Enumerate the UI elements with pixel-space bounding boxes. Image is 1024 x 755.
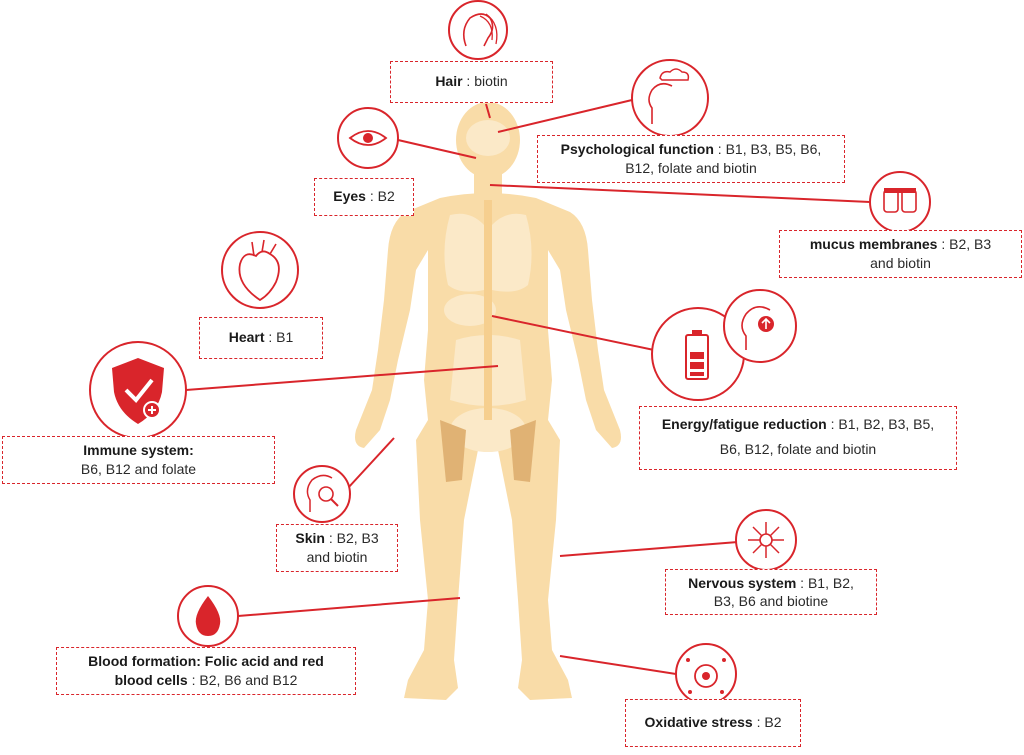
blood-drop-icon [177, 585, 239, 647]
label-hair: Hair : biotin [390, 61, 553, 103]
label-energy-fatigue: Energy/fatigue reduction : B1, B2, B3, B… [639, 406, 957, 470]
leg-muscles [440, 420, 536, 482]
label-blood-formation: Blood formation: Folic acid and red bloo… [56, 647, 356, 695]
label-mucus-membranes: mucus membranes : B2, B3 and biotin [779, 230, 1022, 278]
eye-icon [337, 107, 399, 169]
shield-check-icon [89, 341, 187, 439]
connector-lines [185, 99, 871, 675]
label-psychological-function: Psychological function : B1, B3, B5, B6,… [537, 135, 845, 183]
battery-icon [651, 307, 745, 401]
label-hair-text: biotin [474, 73, 508, 89]
skin-icon [293, 465, 351, 523]
label-eyes: Eyes : B2 [314, 178, 414, 216]
neuron-icon [735, 509, 797, 571]
label-skin: Skin : B2, B3 and biotin [276, 524, 398, 572]
head-energy-icon [723, 289, 797, 363]
heart-icon [221, 231, 299, 309]
label-nervous-system: Nervous system : B1, B2, B3, B6 and biot… [665, 569, 877, 615]
label-immune-system: Immune system: B6, B12 and folate [2, 436, 275, 484]
oxidative-cell-icon [675, 643, 737, 705]
hair-icon [448, 0, 508, 60]
label-heart: Heart : B1 [199, 317, 323, 359]
label-oxidative-stress: Oxidative stress : B2 [625, 699, 801, 747]
mucus-membrane-icon [869, 171, 931, 233]
organs [444, 120, 532, 452]
head-cloud-icon [631, 59, 709, 137]
label-hair-title: Hair [435, 73, 463, 89]
